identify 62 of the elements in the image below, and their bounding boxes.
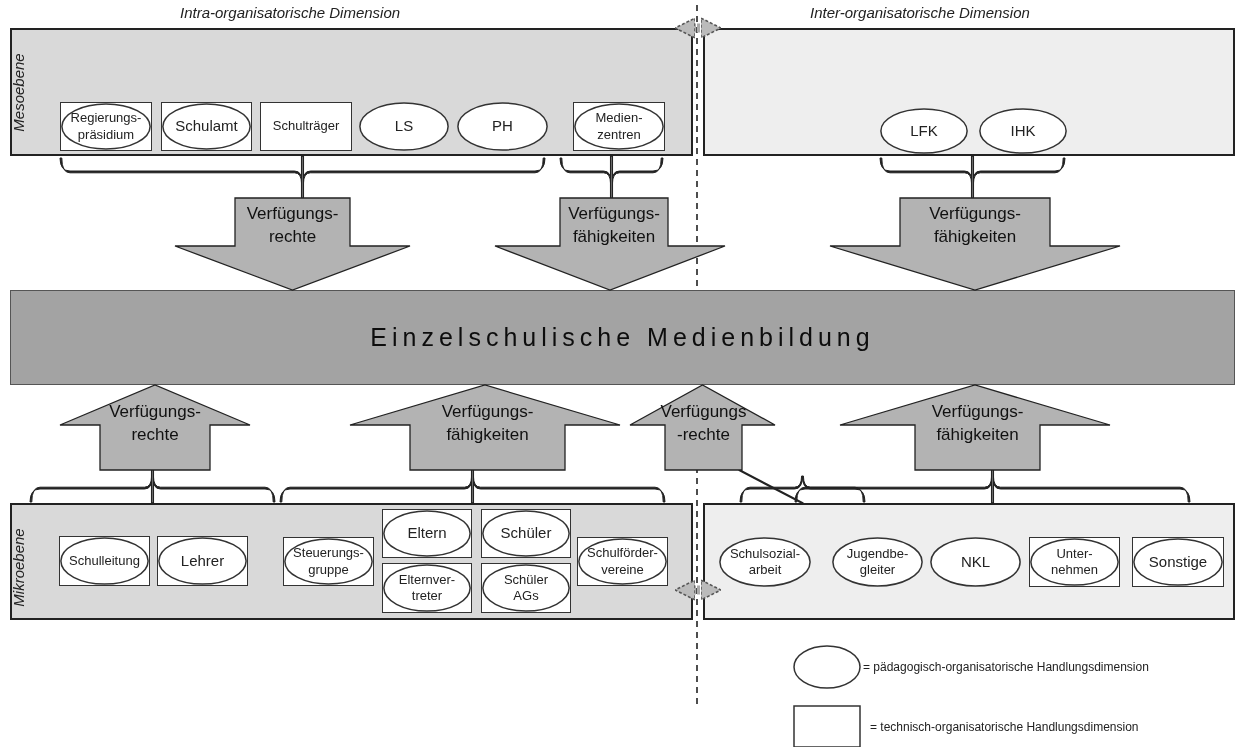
actor-ellipse: [457, 102, 548, 151]
framed-ellipse: [1132, 537, 1224, 587]
actor-label: LS: [393, 117, 415, 136]
actor-label: IHK: [1009, 121, 1037, 141]
edge-label: Verfügungs- fähigkeiten: [567, 203, 661, 248]
framed-ellipse: [1029, 537, 1120, 587]
edge-label: Verfügungs -rechte: [659, 401, 748, 446]
edge-label: Verfügungs- fähigkeiten: [928, 203, 1022, 248]
legend-text: = technisch-organisatorische Handlungsdimension: [870, 720, 1139, 734]
edge-label: Verfügungs- fähigkeiten: [440, 401, 535, 446]
actor-ellipse: [359, 102, 449, 151]
framed-ellipse: [382, 509, 472, 558]
edge-label: Verfügungs- rechte: [245, 203, 340, 248]
actor-ellipse: [979, 108, 1067, 154]
edge-label: Verfügungs- fähigkeiten: [930, 401, 1025, 446]
edge-label: Verfügungs- rechte: [108, 401, 202, 446]
actor-ellipse: [832, 537, 923, 587]
actor-label: Sonstige: [1147, 552, 1209, 572]
legend-text: = pädagogisch-organisatorische Handlungsdimension: [863, 660, 1149, 674]
actor-ellipse: [930, 537, 1021, 587]
actor-label: Medien- zentren: [594, 110, 644, 143]
actor-label: NKL: [959, 552, 992, 572]
level-panel: [703, 28, 1235, 156]
double-arrow: [674, 579, 722, 601]
framed-ellipse: [481, 563, 571, 613]
framed-ellipse: [157, 536, 248, 586]
central-band: Einzelschulische Medienbildung: [10, 290, 1235, 385]
actor-label: LFK: [909, 121, 939, 141]
actor-label: PH: [491, 117, 514, 136]
actor-box: [260, 102, 352, 151]
actor-label: Unter- nehmen: [1050, 545, 1099, 579]
double-arrow: [674, 17, 722, 39]
level-panel: [10, 28, 693, 156]
actor-label: Schüler AGs: [502, 571, 550, 605]
framed-ellipse: [573, 102, 665, 151]
actor-label: Schulamt: [174, 117, 239, 136]
actor-label: Schulträger: [271, 118, 341, 135]
framed-ellipse: [283, 537, 374, 586]
actor-label: Schüler: [499, 524, 553, 543]
actor-label: Jugendbe- gleiter: [845, 545, 910, 579]
actor-label: Schulförder- vereine: [586, 545, 659, 578]
framed-ellipse: [577, 537, 668, 586]
actor-label: Schulsozial- arbeit: [728, 545, 802, 579]
framed-ellipse: [382, 563, 472, 613]
actor-label: Elternver- treter: [397, 571, 457, 605]
framed-ellipse: [481, 509, 571, 558]
actor-ellipse: [880, 108, 968, 154]
actor-ellipse: [719, 537, 811, 587]
framed-ellipse: [59, 536, 150, 586]
actor-label: Steuerungs- gruppe: [292, 545, 365, 578]
level-label: Mikroebene: [9, 527, 27, 607]
dimension-heading: Inter-organisatorische Dimension: [810, 3, 1030, 21]
actor-label: Eltern: [406, 524, 448, 543]
actor-label: Regierungs- präsidium: [69, 110, 143, 143]
framed-ellipse: [161, 102, 252, 151]
framed-ellipse: [60, 102, 152, 151]
dimension-heading: Intra-organisatorische Dimension: [180, 3, 401, 21]
actor-label: Schulleitung: [68, 552, 141, 570]
level-panel: [10, 503, 693, 620]
level-label: Mesoebene: [9, 52, 27, 132]
level-panel: [703, 503, 1235, 620]
actor-label: Lehrer: [179, 551, 226, 571]
